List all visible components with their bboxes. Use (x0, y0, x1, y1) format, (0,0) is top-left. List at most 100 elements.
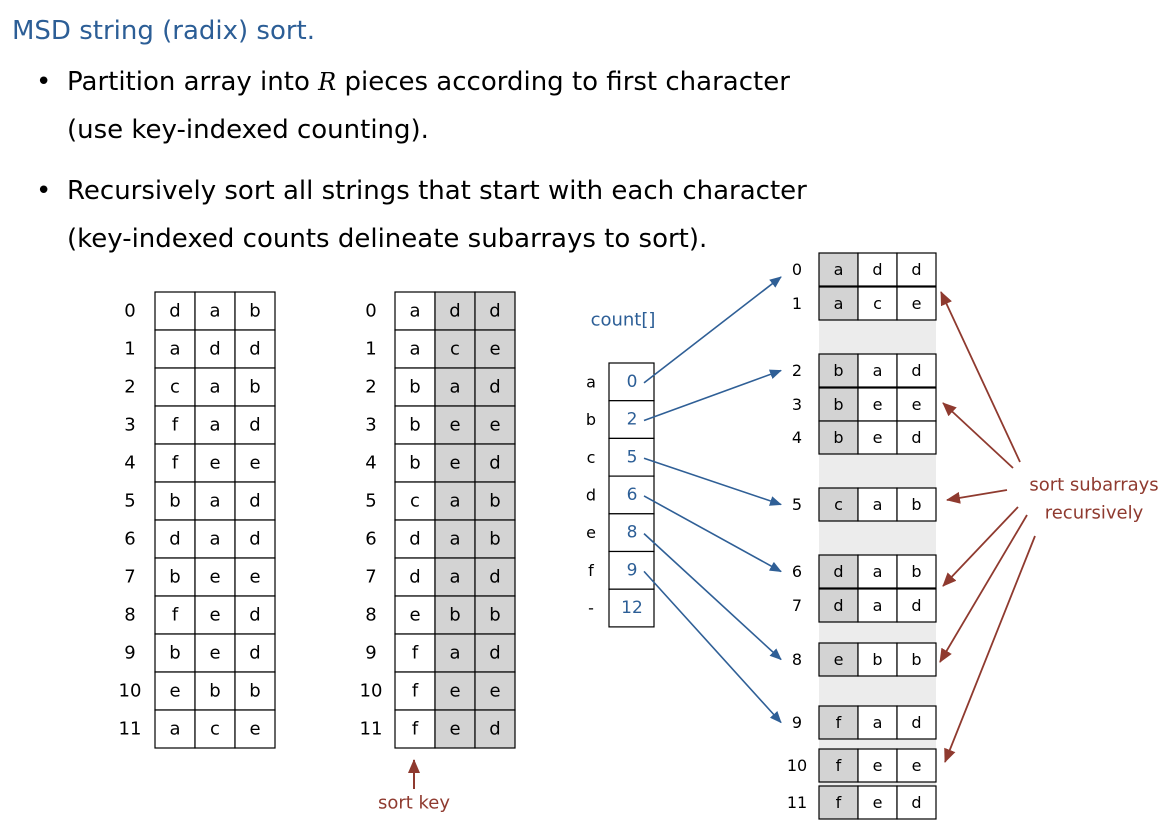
input-index: 2 (124, 377, 135, 398)
input-cell (194, 671, 236, 711)
count-value: 2 (627, 410, 638, 430)
sorted-char: e (489, 681, 500, 702)
subarray-index: 8 (792, 650, 802, 669)
input-char: a (209, 529, 220, 550)
sorted-cell (434, 519, 476, 559)
bullet-partition: • Partition array into R pieces accordin… (36, 64, 807, 148)
sorted-char: e (409, 605, 420, 626)
subarray-index: 5 (792, 495, 802, 514)
input-char: f (172, 605, 179, 626)
subarray-char: a (873, 713, 883, 732)
sorted-cell (434, 291, 476, 331)
input-char: b (169, 491, 180, 512)
input-index: 4 (124, 453, 135, 474)
subarray-char: e (912, 294, 922, 313)
subarray-index: 3 (792, 395, 802, 414)
recursion-arrow (942, 506, 1019, 587)
count-cell (608, 550, 655, 590)
sorted-char: f (412, 643, 419, 664)
subarray-char: d (911, 428, 921, 447)
subarray-char: d (833, 596, 843, 615)
sorted-index: 3 (365, 415, 376, 436)
subarray-char: b (833, 361, 843, 380)
slide-title: MSD string (radix) sort. (12, 16, 316, 46)
sorted-index: 4 (365, 453, 376, 474)
input-char: c (170, 377, 180, 398)
input-char: e (249, 453, 260, 474)
sorted-char: e (489, 415, 500, 436)
count-value: 12 (621, 598, 643, 618)
sorted-cell (474, 633, 516, 673)
subarray-cell (818, 642, 859, 677)
subarray-cell (818, 252, 859, 287)
sorted-char: b (489, 529, 500, 550)
sorted-cell (394, 443, 436, 483)
recursion-arrow (939, 514, 1028, 663)
bullet-dot: • (36, 67, 52, 97)
input-char: f (172, 453, 179, 474)
count-arrow (643, 570, 782, 724)
subarray-cell (857, 588, 898, 623)
input-cell (154, 709, 196, 749)
sorted-char: d (409, 567, 420, 588)
input-index: 1 (124, 339, 135, 360)
subarray-cell (818, 387, 859, 422)
subarray-index: 10 (787, 756, 807, 775)
subarray-char: a (873, 495, 883, 514)
sorted-char: b (489, 491, 500, 512)
recursion-label-line2: recursively (1045, 503, 1144, 524)
subarray-char: b (833, 428, 843, 447)
sorted-cell (434, 367, 476, 407)
subarray-cell (857, 420, 898, 455)
subarray-char: a (873, 596, 883, 615)
sorted-char: e (449, 719, 460, 740)
subarray-cell (896, 588, 937, 623)
subarray-cell (896, 554, 937, 589)
subarray-cell (857, 705, 898, 740)
input-char: e (169, 681, 180, 702)
sorted-char: e (449, 681, 460, 702)
input-char: e (209, 643, 220, 664)
sorted-cell (394, 709, 436, 749)
subarray-cell (857, 554, 898, 589)
sorted-index: 0 (365, 301, 376, 322)
count-value: 9 (627, 560, 638, 580)
sorted-char: f (412, 719, 419, 740)
sorted-cell (474, 709, 516, 749)
subarray-cell (896, 252, 937, 287)
subarray-char: b (911, 562, 921, 581)
input-cell (154, 557, 196, 597)
sorted-char: c (450, 339, 460, 360)
subarray-char: c (873, 294, 882, 313)
subarray-cell (896, 642, 937, 677)
input-char: a (209, 415, 220, 436)
radix-variable: R (318, 68, 337, 96)
subarray-char: e (912, 395, 922, 414)
input-index: 7 (124, 567, 135, 588)
input-cell (194, 595, 236, 635)
input-cell (234, 291, 276, 331)
bullet-text: Partition array into (67, 67, 319, 97)
sorted-char: d (489, 453, 500, 474)
count-value: 0 (627, 372, 638, 392)
count-cell (608, 588, 655, 628)
input-index: 9 (124, 643, 135, 664)
subarray-char: e (873, 428, 883, 447)
sorted-cell (394, 519, 436, 559)
sorted-char: c (410, 491, 420, 512)
subarray-char: b (911, 650, 921, 669)
subarray-cell (896, 487, 937, 522)
subarray-char: b (911, 495, 921, 514)
sorted-cell (434, 557, 476, 597)
bullet-list: • Partition array into R pieces accordin… (36, 64, 807, 282)
sorted-index: 10 (360, 681, 383, 702)
input-char: b (249, 377, 260, 398)
subarray-cell (857, 487, 898, 522)
input-char: d (169, 301, 180, 322)
input-char: e (209, 567, 220, 588)
subarray-cell (857, 748, 898, 783)
count-key: - (588, 599, 594, 618)
input-char: d (249, 415, 260, 436)
